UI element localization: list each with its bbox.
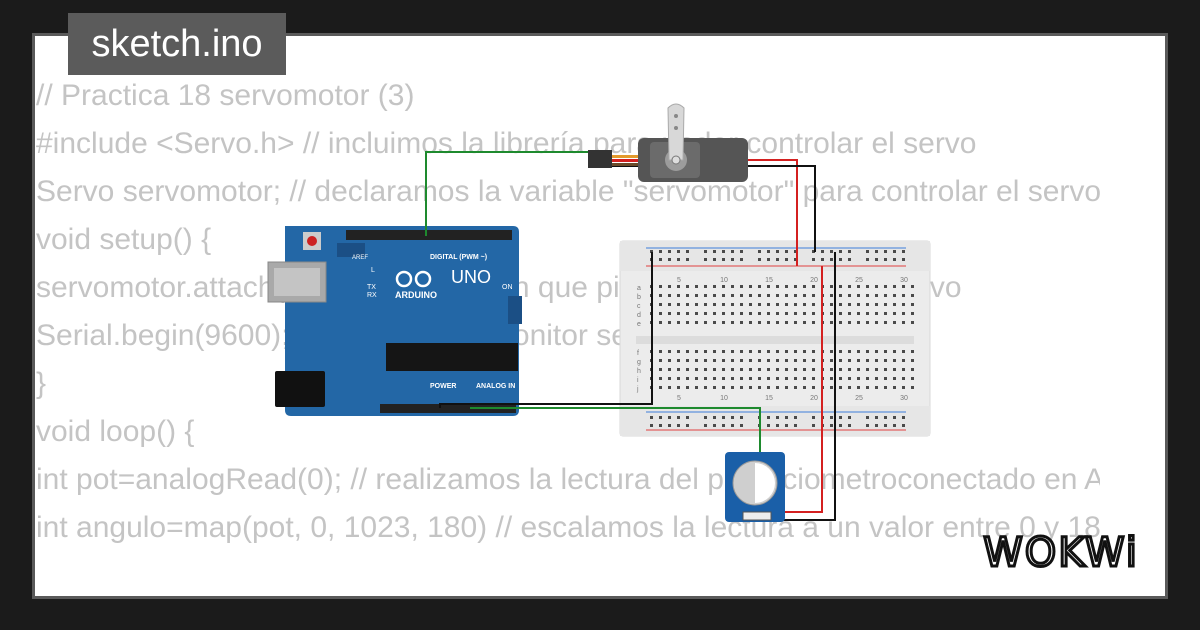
wire-signal-green: [425, 151, 592, 236]
wire-pot-green: [470, 407, 761, 458]
wire-pot-black: [768, 252, 836, 521]
bb-col-label: 20: [810, 277, 818, 284]
bb-col-label: 5: [677, 395, 681, 402]
wire-pot-red: [777, 266, 823, 513]
bb-col-label: 20: [810, 395, 818, 402]
led-rx-label: RX: [367, 292, 377, 299]
bb-row-label: j: [636, 386, 639, 393]
board-model-label: UNO: [451, 267, 491, 287]
bb-row-label: d: [637, 312, 641, 319]
file-name: sketch.ino: [91, 23, 263, 65]
board-brand-label: ARDUINO: [395, 290, 437, 300]
arduino-infinity-logo: [395, 270, 432, 288]
led-tx-label: TX: [367, 284, 376, 291]
code-line: }: [36, 367, 47, 400]
bb-row-label: h: [637, 368, 641, 375]
arduino-uno-board[interactable]: AREF DIGITAL (PWM ~) UNO ARDUINO L TX RX…: [267, 226, 522, 416]
bb-col-label: 15: [765, 277, 773, 284]
code-line: int angulo=map(pot, 0, 1023, 180) // esc…: [36, 511, 1100, 544]
potentiometer[interactable]: [725, 452, 785, 522]
code-line: void setup() {: [36, 223, 212, 256]
bb-col-label: 15: [765, 395, 773, 402]
led-on-label: ON: [502, 284, 513, 291]
bb-col-label: 30: [900, 395, 908, 402]
breadboard[interactable]: 5 10 15 20 25 30 5 10 15 20 25 30 a b c …: [619, 240, 931, 437]
led-l-label: L: [371, 267, 375, 274]
bb-col-label: 10: [720, 395, 728, 402]
digital-header-label: DIGITAL (PWM ~): [430, 254, 487, 261]
bb-col-label: 25: [855, 395, 863, 402]
code-line: // Practica 18 servomotor (3): [36, 79, 415, 112]
bb-col-label: 30: [900, 277, 908, 284]
editor-card: [32, 33, 1168, 599]
file-tab[interactable]: sketch.ino: [68, 13, 286, 75]
code-line: void loop() {: [36, 415, 195, 448]
pin-label-aref: AREF: [352, 255, 368, 261]
bb-col-label: 5: [677, 277, 681, 284]
code-line: int pot=analogRead(0); // realizamos la …: [36, 463, 1100, 496]
bb-row-label: i: [637, 377, 639, 384]
bb-col-label: 10: [720, 277, 728, 284]
bb-col-label: 25: [855, 277, 863, 284]
bb-row-label: e: [637, 321, 641, 328]
bb-row-label: b: [637, 294, 641, 301]
bb-row-label: f: [637, 350, 639, 357]
bb-row-label: a: [637, 285, 641, 292]
bb-row-label: c: [637, 303, 641, 310]
bb-row-label: g: [637, 359, 641, 366]
power-header-label: POWER: [430, 383, 456, 390]
wokwi-logo: WOKWi: [982, 529, 1139, 578]
code-line: #include <Servo.h> // incluimos la libre…: [36, 127, 977, 160]
servo-motor[interactable]: [588, 103, 748, 182]
wokwi-logo-text: WOKWi: [983, 530, 1139, 576]
analog-header-label: ANALOG IN: [476, 383, 515, 390]
wire-gnd-black: [439, 252, 653, 408]
code-line: Servo servomotor; // declaramos la varia…: [36, 175, 1100, 208]
